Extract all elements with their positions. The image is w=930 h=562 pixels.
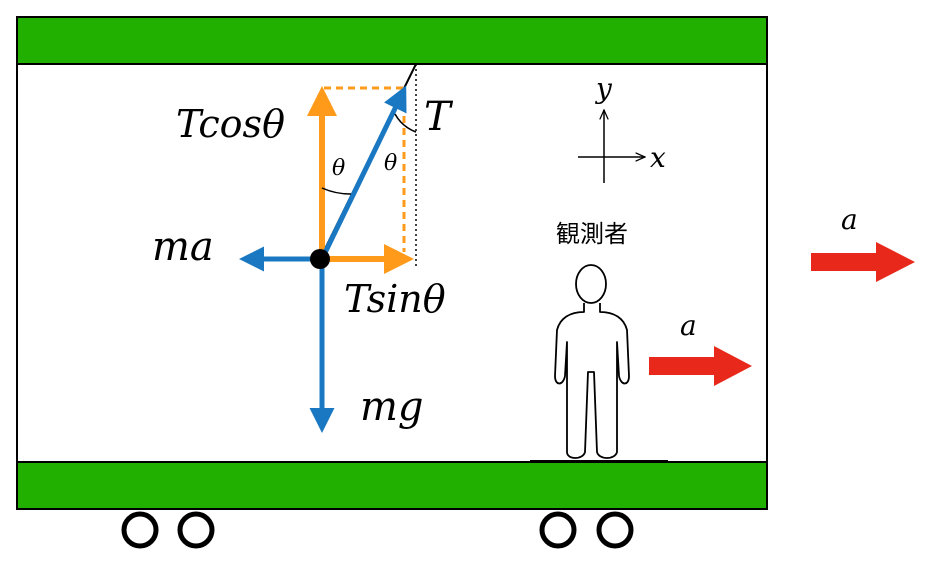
angle-arc-at-ceiling [394, 113, 417, 133]
axis-y-label: y [594, 72, 613, 105]
gravity-label: mg [360, 384, 424, 430]
car-roof [16, 16, 768, 65]
wheels [121, 511, 634, 549]
acceleration-arrow-inside [649, 346, 752, 386]
axis-x-label: x [650, 141, 666, 174]
wheel-circle-icon [596, 511, 634, 549]
acceleration-label-inside: a [680, 309, 697, 342]
observer-label: 観測者 [556, 220, 628, 248]
car-floor [16, 461, 768, 510]
wheel-circle-icon [177, 511, 215, 549]
tension-horizontal-prefix: Tsin [344, 277, 423, 321]
theta-label-bob: θ [332, 156, 345, 181]
tension-horizontal-label: Tsinθ [344, 277, 446, 321]
inertial-force-label: ma [152, 224, 214, 270]
tension-arrow [319, 85, 407, 261]
theta-label-ceiling: θ [384, 151, 397, 176]
wheel-circle-icon [539, 511, 577, 549]
train-car [16, 16, 768, 510]
acceleration-label-outside: a [841, 203, 858, 236]
acceleration-arrow-outside [811, 242, 915, 282]
tension-label: T [424, 94, 454, 140]
wheel-circle-icon [121, 511, 159, 549]
coordinate-axes: x y [578, 72, 666, 183]
tension-vertical-label: Tcosθ [176, 102, 285, 146]
angle-arc-at-bob [321, 187, 352, 195]
person-outline-icon [530, 264, 668, 462]
tension-vertical-prefix: Tcos [176, 102, 262, 146]
pendulum-bob [310, 249, 330, 269]
tension-vertical-theta: θ [262, 102, 285, 146]
tension-horizontal-theta: θ [423, 277, 446, 321]
